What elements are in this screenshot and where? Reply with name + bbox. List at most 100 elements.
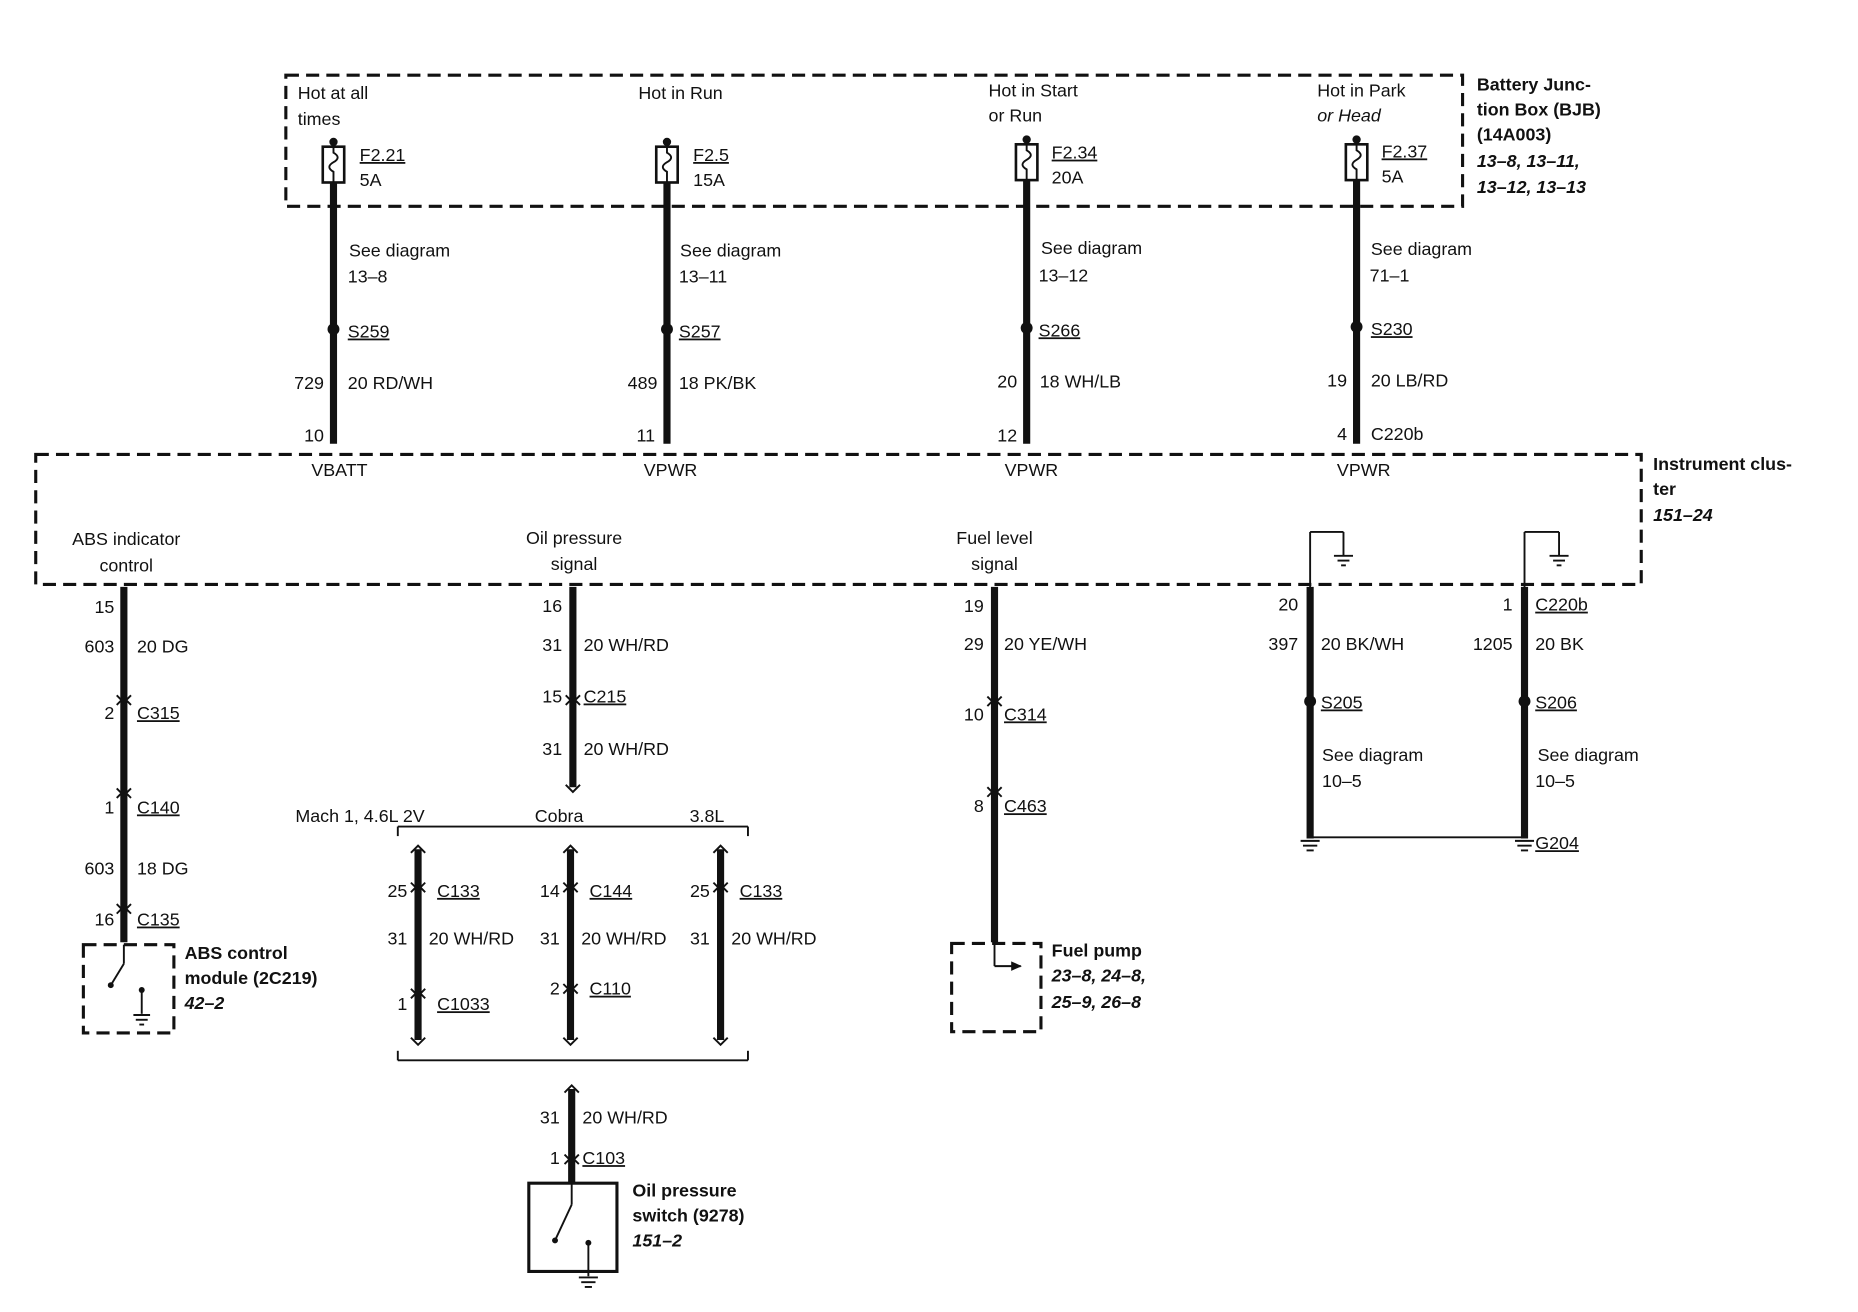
connector-icon	[565, 694, 581, 706]
variant-label-mach1: Mach 1, 4.6L 2V	[295, 806, 424, 826]
wire-color-label: 20 LB/RD	[1371, 370, 1448, 390]
connector-icon	[116, 787, 132, 799]
see-diagram-ref: 10–5	[1535, 771, 1575, 791]
connector-label: C220b	[1535, 595, 1588, 615]
connector-icon	[986, 786, 1003, 798]
circuit-number: 29	[964, 634, 984, 654]
pin-number: 1	[1503, 595, 1513, 615]
fuse-icon	[321, 137, 346, 184]
bjb-title-line-1: Battery Junc-	[1477, 75, 1591, 95]
ground-circuit-s206: 1 C220b 1205 20 BK S206 See diagram 10–5…	[1473, 531, 1639, 853]
battery-junction-box-outline	[284, 73, 1465, 208]
variant-bracket-bottom	[396, 1050, 749, 1062]
wire-color-label: 20 WH/RD	[584, 635, 669, 655]
splice-label: S206	[1535, 692, 1577, 712]
wire-color-label: 18 WH/LB	[1040, 372, 1121, 392]
cluster-title-line-1: Instrument clus-	[1653, 454, 1792, 474]
fuse-icon	[654, 137, 680, 184]
splice-dot	[1304, 695, 1317, 708]
cluster-ref: 151–24	[1653, 505, 1713, 525]
fuse-number: F2.5	[693, 145, 729, 165]
see-diagram-ref: 13–8	[348, 267, 388, 287]
ground-icon	[133, 1014, 151, 1026]
pin-number: 19	[964, 596, 984, 616]
connector-pin: 25	[690, 881, 710, 901]
fuse-column-f2-5: Hot in Run F2.5 15A See diagram 13–11 S2…	[628, 83, 782, 480]
ground-point-label: G204	[1535, 833, 1579, 853]
fuse-column-f2-34: Hot in Start or Run F2.34 20A See diagra…	[989, 81, 1143, 480]
signal-label-line-2: control	[99, 555, 153, 575]
signal-label-line-1: Fuel level	[956, 528, 1032, 548]
see-diagram-label: See diagram	[680, 240, 781, 260]
see-diagram-label: See diagram	[1041, 238, 1142, 258]
connector-label: C144	[590, 881, 633, 901]
wire-color-label: 20 YE/WH	[1004, 634, 1087, 654]
signal-label-line-2: signal	[971, 554, 1018, 574]
module-ref: 42–2	[184, 993, 225, 1013]
fuel-sender-icon	[993, 943, 1022, 971]
pin-function-label: VPWR	[1005, 460, 1059, 480]
see-diagram-ref: 10–5	[1322, 771, 1362, 791]
pin-number: 15	[94, 597, 114, 617]
wire-color-label: 20 WH/RD	[582, 1108, 667, 1128]
bjb-title-line-2: tion Box (BJB)	[1477, 100, 1601, 120]
instrument-cluster-outline	[34, 452, 1643, 586]
connector-pin: 1	[550, 1148, 560, 1168]
fuel-pump-box	[950, 941, 1043, 1034]
circuit-number: 603	[85, 858, 115, 878]
circuit-number: 20	[997, 372, 1017, 392]
ground-icon	[1300, 839, 1320, 852]
fuel-pump-label: Fuel pump	[1052, 941, 1142, 961]
instrument-cluster-label: Instrument clus- ter 151–24	[1653, 454, 1792, 525]
internal-ground-icon	[1523, 531, 1569, 591]
circuit-number: 397	[1268, 634, 1298, 654]
fuse-column-f2-21: Hot at all times F2.21 5A See diagram 13…	[294, 83, 450, 480]
connector-pin: 1	[104, 797, 114, 817]
connector-icon	[563, 1084, 580, 1094]
connector-label: C110	[590, 979, 631, 999]
internal-ground-icon	[1309, 531, 1354, 591]
wire-color-label: 20 DG	[137, 636, 189, 656]
circuit-number: 1205	[1473, 634, 1513, 654]
variant-mach1-path	[410, 844, 426, 1047]
variant-3-8l-path	[712, 844, 729, 1047]
circuit-number: 31	[690, 929, 710, 949]
fuse-number: F2.37	[1382, 141, 1428, 161]
connector-icon	[116, 903, 132, 915]
signal-label-line-1: ABS indicator	[72, 529, 180, 549]
switch-icon	[552, 1183, 592, 1277]
hot-label-line-2: or Run	[989, 106, 1043, 126]
connector-icon	[116, 694, 132, 706]
oil-pressure-circuit: Oil pressure signal 16 31 20 WH/RD 15 C2…	[295, 528, 817, 1288]
pin-function-label: VPWR	[1337, 460, 1391, 480]
connector-pin: 25	[387, 881, 407, 901]
wire-color-label: 20 WH/RD	[731, 929, 816, 949]
wire-color-label: 20 WH/RD	[429, 929, 514, 949]
splice-label: S205	[1321, 692, 1363, 712]
variant-label-cobra: Cobra	[535, 806, 584, 826]
switch-label-line-2: switch (9278)	[632, 1205, 744, 1225]
hot-label-line-1: Hot in Park	[1317, 81, 1405, 101]
ground-icon	[578, 1276, 598, 1288]
module-label-line-2: module (2C219)	[185, 968, 318, 988]
abs-control-module-box	[81, 943, 176, 1035]
fuse-number: F2.34	[1052, 143, 1098, 163]
connector-icon	[565, 784, 581, 794]
ground-circuit-s205: 20 397 20 BK/WH S205 See diagram 10–5	[1268, 531, 1423, 852]
splice-dot	[1020, 322, 1033, 334]
variant-cobra-path	[562, 844, 579, 1047]
bjb-ref-line-2: 13–12, 13–13	[1477, 177, 1586, 197]
battery-junction-box-label: Battery Junc- tion Box (BJB) (14A003) 13…	[1477, 75, 1601, 198]
splice-label: S257	[679, 322, 721, 342]
connector-label: C220b	[1371, 424, 1424, 444]
circuit-number: 489	[628, 373, 658, 393]
connector-label: C1033	[437, 994, 490, 1014]
fuel-pump-ref-line-2: 25–9, 26–8	[1051, 992, 1141, 1012]
see-diagram-ref: 13–12	[1039, 265, 1089, 285]
connector-label: C215	[584, 687, 627, 707]
switch-label-line-1: Oil pressure	[632, 1180, 736, 1200]
see-diagram-label: See diagram	[1371, 239, 1472, 259]
splice-dot	[661, 323, 673, 336]
circuit-number: 729	[294, 373, 324, 393]
